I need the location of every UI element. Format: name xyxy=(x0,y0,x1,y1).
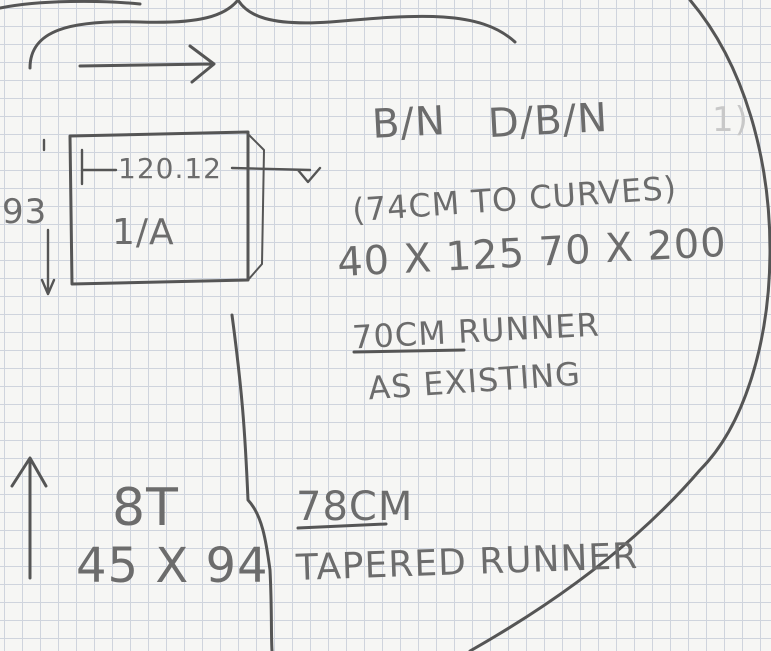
top-curve-left xyxy=(0,0,142,10)
top-brace xyxy=(28,0,517,70)
room-curve xyxy=(468,0,771,651)
rug-edge xyxy=(247,133,265,281)
up-arrow xyxy=(10,456,48,580)
bottom-dims: 45 X 94 xyxy=(76,538,269,594)
note-bn: B/N xyxy=(370,98,447,148)
rug-height-label: 93 xyxy=(2,192,48,232)
width-marker xyxy=(80,148,322,186)
right-arrow xyxy=(78,44,216,84)
bottom-code: 8T xyxy=(112,478,179,538)
underline-78cm xyxy=(296,522,388,530)
divider-line xyxy=(230,313,274,651)
rug-width-label: 120.12 xyxy=(118,152,222,185)
note-dbn: D/B/N xyxy=(486,94,610,148)
underline-70cm xyxy=(352,348,466,354)
note-faint-mark: 1) xyxy=(712,100,749,140)
bottom-width: 78CM xyxy=(296,484,414,530)
height-bracket xyxy=(40,138,56,296)
rug-label: 1/A xyxy=(112,212,175,253)
